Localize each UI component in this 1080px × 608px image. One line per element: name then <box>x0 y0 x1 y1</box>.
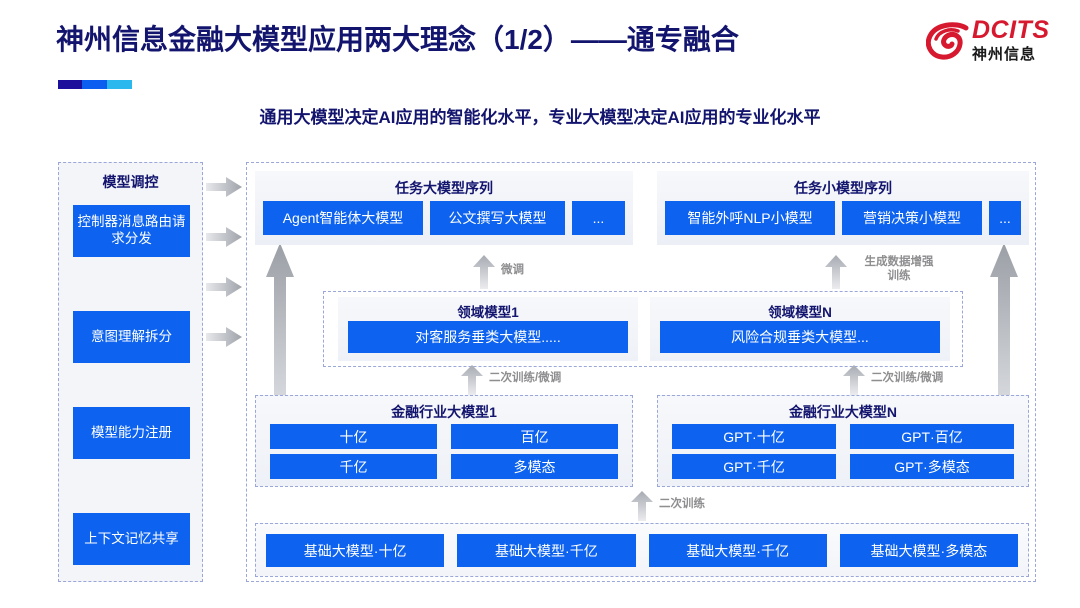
accent-bar <box>58 80 132 89</box>
chip-agent-model[interactable]: Agent智能体大模型 <box>263 201 423 235</box>
label-data-aug-line2: 训练 <box>887 270 911 283</box>
connector-arrow-right-3 <box>206 277 242 297</box>
industry-1-cell-3[interactable]: 千亿 <box>270 454 437 479</box>
slide-header: 神州信息金融大模型应用两大理念（1/2）——通专融合 DCITS 神州信息 通用… <box>0 0 1080 128</box>
control-item-router[interactable]: 控制器消息路由请求分发 <box>73 205 190 257</box>
logo-cn-text: 神州信息 <box>972 46 1037 63</box>
connector-arrow-right-2 <box>206 227 242 247</box>
label-retrain-tune-left: 二次训练/微调 <box>489 372 562 384</box>
domain-model-n-title: 领域模型N <box>768 305 832 320</box>
control-panel: 模型调控 控制器消息路由请求分发 意图理解拆分 模型能力注册 上下文记忆共享 <box>58 162 203 582</box>
base-model-cell-2[interactable]: 基础大模型·千亿 <box>457 534 636 567</box>
arrow-retrain-tune-left <box>461 365 483 395</box>
arrow-retrain <box>631 491 653 521</box>
accent-segment-2 <box>82 80 107 89</box>
dcits-swirl-icon <box>926 22 969 60</box>
industry-model-1-title: 金融行业大模型1 <box>391 404 497 420</box>
long-arrow-right <box>990 243 1018 459</box>
architecture-diagram: 模型调控 控制器消息路由请求分发 意图理解拆分 模型能力注册 上下文记忆共享 <box>0 152 1080 592</box>
control-panel-title: 模型调控 <box>102 174 159 190</box>
long-arrow-left <box>266 243 294 459</box>
domain-model-1-chip[interactable]: 对客服务垂类大模型..... <box>348 321 628 353</box>
industry-n-cell-3[interactable]: GPT·千亿 <box>672 454 836 479</box>
industry-n-cell-2[interactable]: GPT·百亿 <box>850 424 1014 449</box>
base-models-grid: 基础大模型·十亿 基础大模型·千亿 基础大模型·千亿 基础大模型·多模态 <box>266 534 1018 567</box>
arrow-data-augmentation <box>825 255 847 289</box>
base-models-group: 基础大模型·十亿 基础大模型·千亿 基础大模型·千亿 基础大模型·多模态 <box>255 523 1029 577</box>
logo-en-text: DCITS <box>972 16 1050 44</box>
task-sequence-small: 任务小模型序列 智能外呼NLP小模型 营销决策小模型 ... <box>657 171 1029 245</box>
domain-model-n: 领域模型N 风险合规垂类大模型... <box>650 297 950 361</box>
domain-model-n-chip[interactable]: 风险合规垂类大模型... <box>660 321 940 353</box>
domain-models-group: 领域模型1 对客服务垂类大模型..... 领域模型N 风险合规垂类大模型... <box>323 291 963 367</box>
task-sequence-small-chips: 智能外呼NLP小模型 营销决策小模型 ... <box>665 201 1021 235</box>
company-logo: DCITS 神州信息 <box>926 16 1066 72</box>
industry-1-cell-2[interactable]: 百亿 <box>451 424 618 449</box>
industry-1-cell-4[interactable]: 多模态 <box>451 454 618 479</box>
arrow-fine-tune <box>473 255 495 289</box>
label-data-augmentation: 生成数据增强 训练 <box>851 255 947 284</box>
industry-model-1: 金融行业大模型1 十亿 百亿 千亿 多模态 <box>255 395 633 487</box>
task-sequence-small-title: 任务小模型序列 <box>794 180 892 196</box>
chip-more-small[interactable]: ... <box>989 201 1021 235</box>
accent-segment-1 <box>58 80 82 89</box>
label-fine-tune: 微调 <box>501 264 524 276</box>
chip-nlp-outbound-model[interactable]: 智能外呼NLP小模型 <box>665 201 835 235</box>
industry-n-cell-4[interactable]: GPT·多模态 <box>850 454 1014 479</box>
chip-document-model[interactable]: 公文撰写大模型 <box>430 201 565 235</box>
industry-model-n-grid: GPT·十亿 GPT·百亿 GPT·千亿 GPT·多模态 <box>672 424 1014 479</box>
arrow-retrain-tune-right <box>843 365 865 395</box>
base-model-cell-3[interactable]: 基础大模型·千亿 <box>648 534 827 567</box>
page-title: 神州信息金融大模型应用两大理念（1/2）——通专融合 <box>56 24 739 55</box>
task-sequence-large-chips: Agent智能体大模型 公文撰写大模型 ... <box>263 201 625 235</box>
industry-model-n: 金融行业大模型N GPT·十亿 GPT·百亿 GPT·千亿 GPT·多模态 <box>657 395 1029 487</box>
base-model-cell-1[interactable]: 基础大模型·十亿 <box>266 534 445 567</box>
accent-segment-3 <box>107 80 132 89</box>
task-sequence-large: 任务大模型序列 Agent智能体大模型 公文撰写大模型 ... <box>255 171 633 245</box>
chip-marketing-model[interactable]: 营销决策小模型 <box>842 201 982 235</box>
label-retrain-tune-right: 二次训练/微调 <box>871 372 944 384</box>
control-item-capability-registry[interactable]: 模型能力注册 <box>73 407 190 459</box>
control-item-intent[interactable]: 意图理解拆分 <box>73 311 190 363</box>
industry-n-cell-1[interactable]: GPT·十亿 <box>672 424 836 449</box>
logo-text-block: DCITS 神州信息 <box>972 18 1050 65</box>
base-model-cell-4[interactable]: 基础大模型·多模态 <box>839 534 1018 567</box>
model-stack: 任务大模型序列 Agent智能体大模型 公文撰写大模型 ... 任务小模型序列 … <box>246 162 1036 582</box>
connector-arrow-right-1 <box>206 177 242 197</box>
label-retrain: 二次训练 <box>659 498 705 510</box>
connector-arrow-right-4 <box>206 327 242 347</box>
industry-model-1-grid: 十亿 百亿 千亿 多模态 <box>270 424 618 479</box>
chip-more-large[interactable]: ... <box>572 201 625 235</box>
domain-model-1: 领域模型1 对客服务垂类大模型..... <box>338 297 638 361</box>
domain-model-1-title: 领域模型1 <box>457 305 519 320</box>
page-subtitle: 通用大模型决定AI应用的智能化水平，专业大模型决定AI应用的专业化水平 <box>259 108 821 127</box>
industry-1-cell-1[interactable]: 十亿 <box>270 424 437 449</box>
task-sequence-large-title: 任务大模型序列 <box>395 180 493 196</box>
control-item-context-memory[interactable]: 上下文记忆共享 <box>73 513 190 565</box>
label-data-aug-line1: 生成数据增强 <box>864 256 934 268</box>
industry-model-n-title: 金融行业大模型N <box>788 404 898 420</box>
